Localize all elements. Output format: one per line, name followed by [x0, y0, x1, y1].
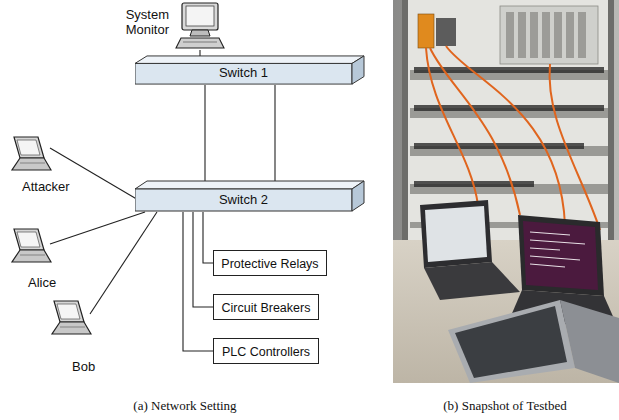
laptop-node: Attacker [8, 136, 52, 172]
node-label: Attacker [22, 180, 70, 195]
network-link [50, 212, 145, 244]
network-link [275, 85, 276, 185]
laptop-node: Alice [8, 228, 52, 264]
subfigure-caption: (b) Snapshot of Testbed [390, 398, 619, 414]
network-link [90, 212, 157, 314]
switch-label: Switch 1 [219, 66, 268, 81]
node-label: System Monitor [107, 8, 169, 38]
monitor-node: System Monitor [175, 2, 225, 50]
network-link [205, 85, 206, 185]
switch-node: Switch 2 [135, 180, 365, 212]
laptop-icon [8, 136, 52, 172]
box-label: Circuit Breakers [222, 301, 311, 315]
network-link [203, 212, 213, 263]
node-label: Alice [28, 276, 56, 291]
laptop-node: Bob [48, 300, 92, 336]
node-label: Bob [72, 360, 95, 375]
device-box: PLC Controllers [213, 338, 319, 364]
box-label: Protective Relays [221, 257, 318, 271]
laptop-icon [8, 228, 52, 264]
box-label: PLC Controllers [222, 345, 310, 359]
computer-icon [175, 2, 225, 50]
device-box: Circuit Breakers [213, 294, 319, 320]
subfigure-caption: (a) Network Setting [70, 398, 300, 414]
switch-label: Switch 2 [219, 193, 268, 208]
laptop-icon [48, 300, 92, 336]
switch-node: Switch 1 [135, 55, 365, 85]
device-box: Protective Relays [213, 250, 327, 276]
network-link [183, 212, 213, 351]
network-link [193, 212, 213, 307]
